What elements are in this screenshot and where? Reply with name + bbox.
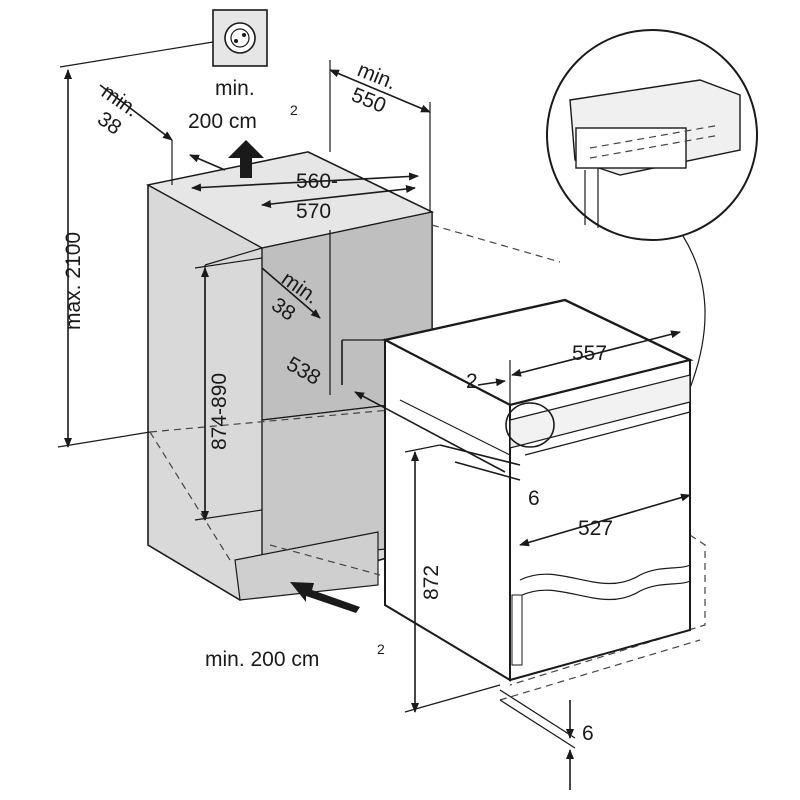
gap-6-bottom-label: 6 bbox=[582, 722, 594, 745]
vent-top-area-label: 200 cm bbox=[188, 110, 257, 133]
vent-bottom-sup-label: 2 bbox=[377, 641, 385, 657]
width-557-label: 557 bbox=[572, 342, 607, 365]
width-range-a-label: 560- bbox=[296, 170, 338, 193]
gap-6-mid-label: 6 bbox=[528, 487, 540, 510]
width-527-label: 527 bbox=[578, 517, 613, 540]
detail-magnifier-icon bbox=[505, 29, 758, 448]
dimension-lines bbox=[57, 60, 691, 790]
width-range-b-label: 570 bbox=[296, 200, 331, 223]
vent-top-min-label: min. bbox=[215, 77, 255, 100]
gap-2-label: 2 bbox=[466, 370, 478, 393]
height-872-label: 872 bbox=[420, 565, 443, 600]
socket-icon bbox=[212, 9, 268, 67]
vent-bottom-label: min. 200 cm bbox=[205, 648, 319, 671]
dashed-projection bbox=[149, 224, 706, 701]
arrow-up-icon bbox=[228, 140, 264, 178]
niche-height-label: 874-890 bbox=[208, 373, 231, 450]
arrow-in-icon bbox=[290, 582, 360, 613]
height-max-label: max. 2100 bbox=[62, 232, 85, 330]
vent-top-sup-label: 2 bbox=[290, 102, 298, 118]
